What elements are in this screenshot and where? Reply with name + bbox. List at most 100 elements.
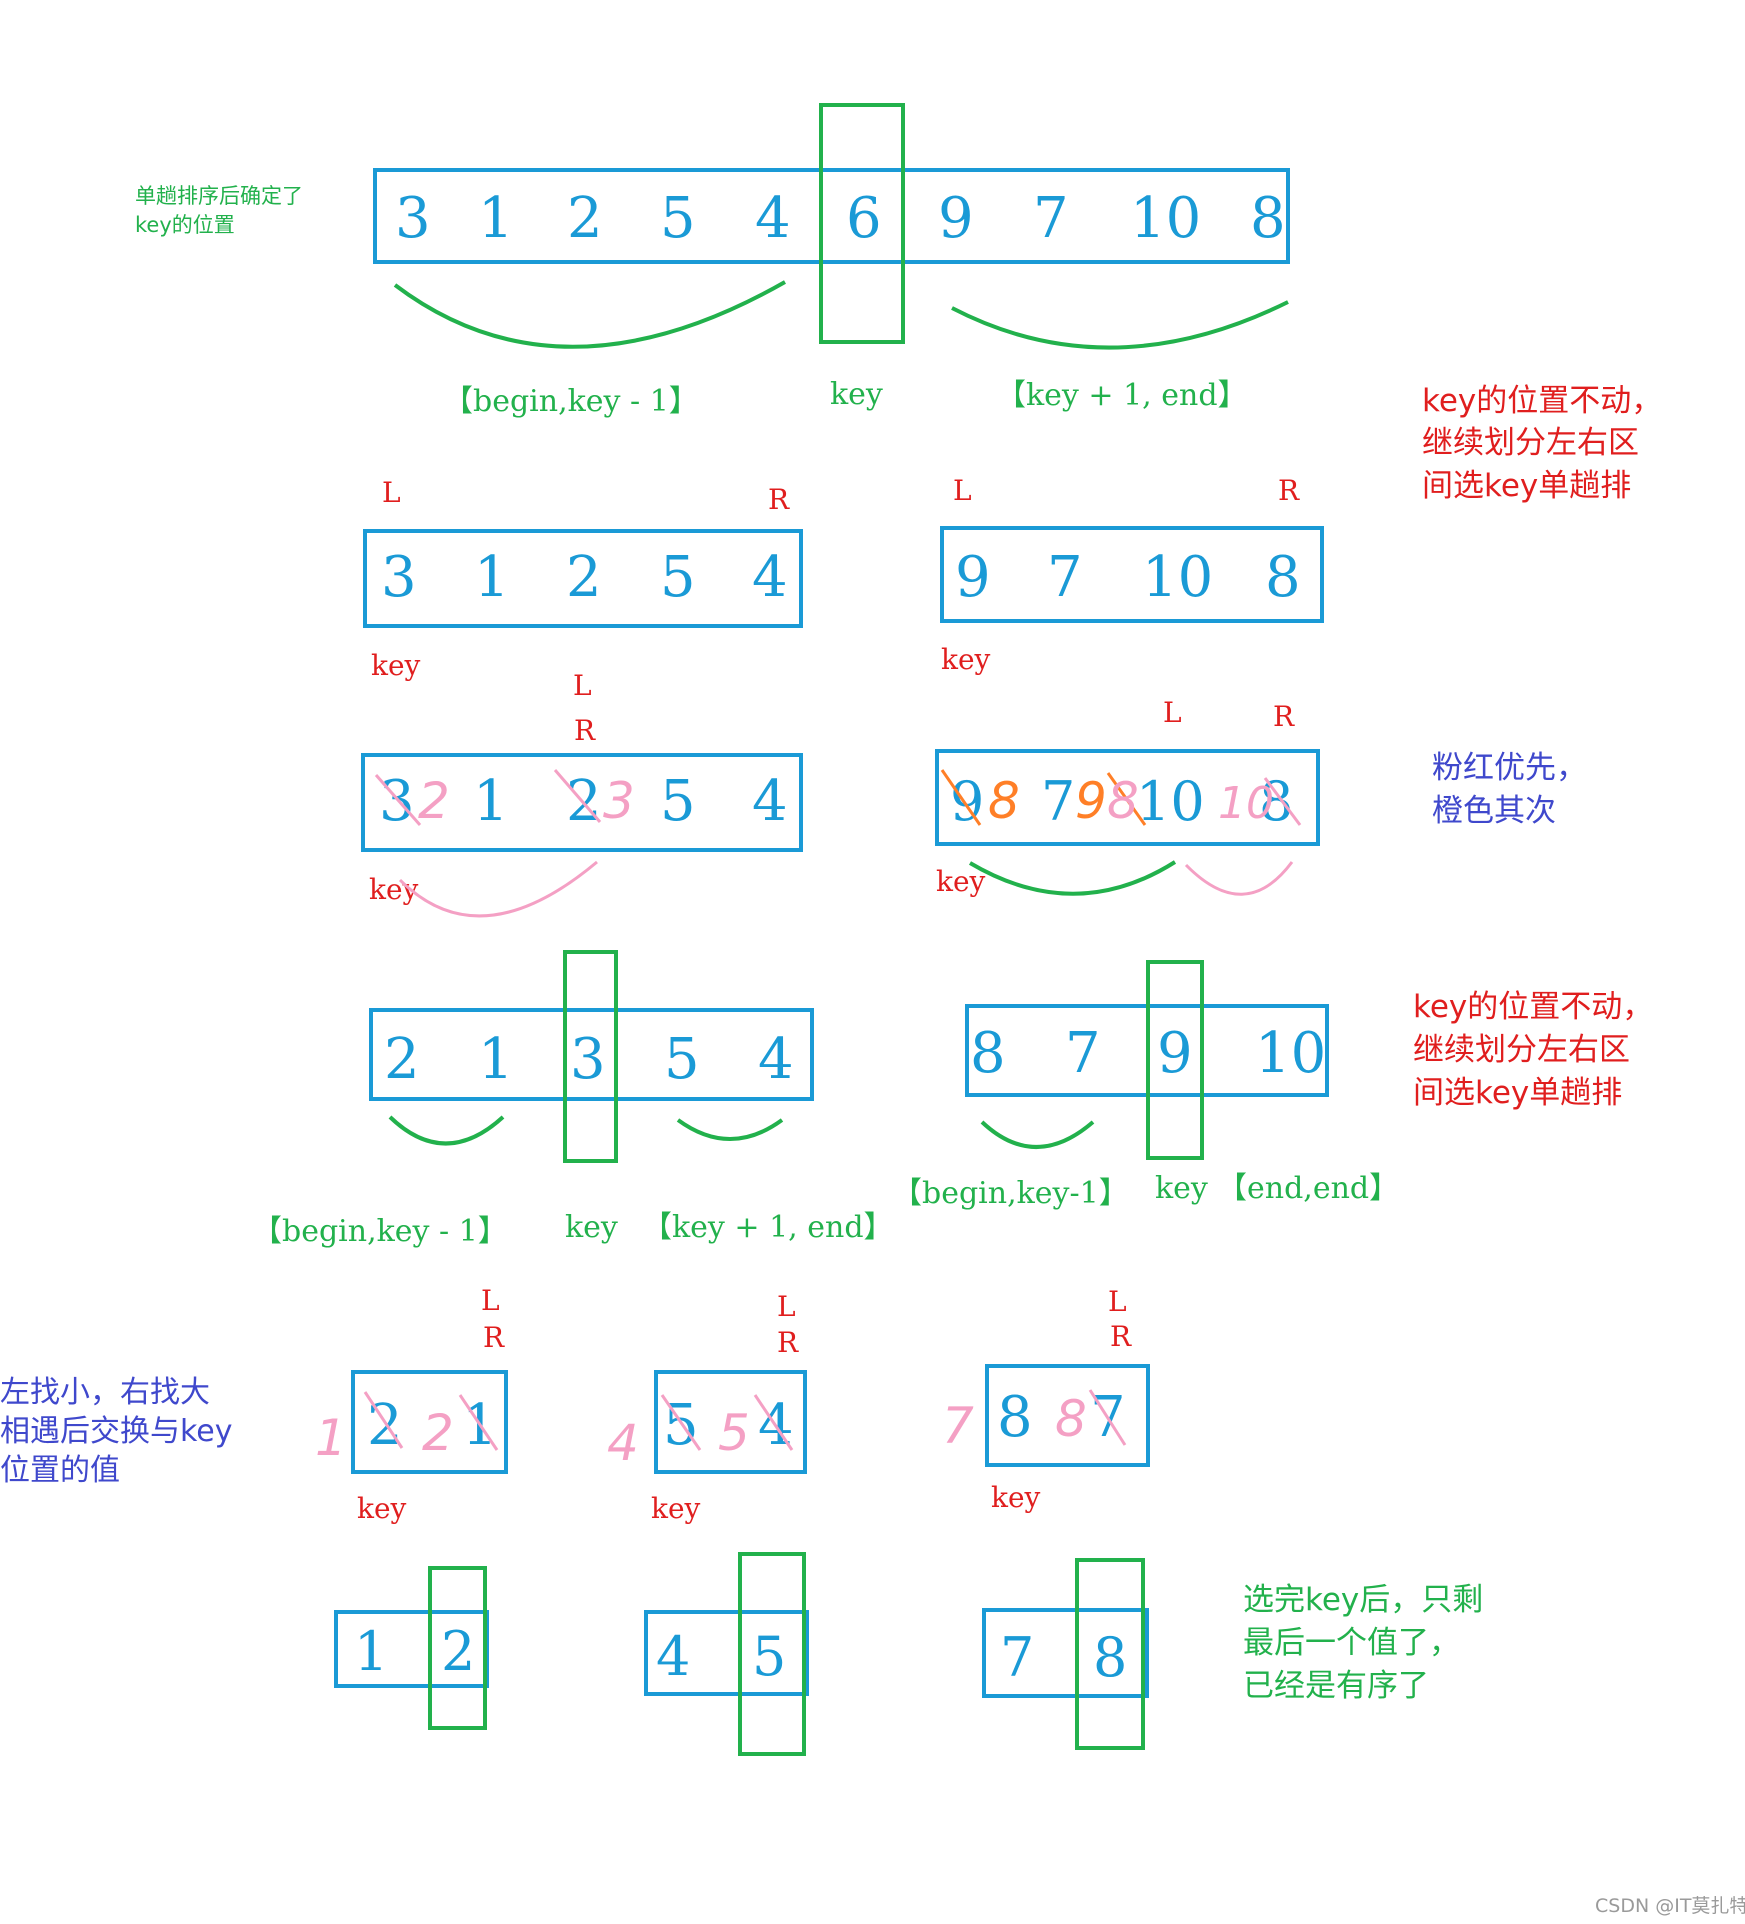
- pink-strike-l2r: [1263, 777, 1302, 826]
- cell-l1l-3: 5: [660, 545, 696, 610]
- cell-l1l-4: 4: [752, 545, 788, 610]
- key-label-l3-left: key: [565, 1210, 618, 1245]
- range-left-level0: 【begin,key - 1】: [443, 384, 699, 419]
- note-green-2-line2: 最后一个值了，: [1243, 1625, 1460, 1661]
- brace-l3-right: [980, 1120, 1095, 1149]
- cell-l2r-3: 8: [1259, 770, 1293, 833]
- note-red-2-line1: key的位置不动，: [1413, 989, 1653, 1025]
- brace-l3-left-a: [388, 1115, 505, 1146]
- array-box-l2-left: [361, 753, 803, 852]
- range-l3-left: 【begin,key - 1】: [252, 1214, 508, 1249]
- pink-mark-l4a-1: 1: [315, 1409, 347, 1467]
- pointer-L-l4c: L: [1108, 1285, 1127, 1318]
- cell-l1l-1: 1: [474, 545, 510, 610]
- cell-l3r-1: 7: [1065, 1021, 1101, 1086]
- pink-strikes-l4b: [660, 1394, 794, 1451]
- cell-l1r-0: 9: [955, 545, 991, 610]
- note-green-2-line1: 选完key后，只剩: [1243, 1582, 1483, 1618]
- pink-mark-l4c-2: 8: [1055, 1390, 1087, 1448]
- pointer-L-l2-right: L: [1163, 696, 1182, 729]
- array-box-l4a: [351, 1370, 508, 1474]
- cell-l1r-2: 10: [1142, 545, 1213, 610]
- pointer-R-l1-right: R: [1278, 474, 1300, 507]
- note-blue-2-line3: 位置的值: [0, 1453, 120, 1488]
- array-box-l2-right: [935, 749, 1320, 846]
- array-box-l1-left: [363, 529, 803, 628]
- cell-l2r-2: 10: [1136, 770, 1205, 833]
- array-box-l1-right: [940, 526, 1324, 623]
- cell-l2l-1: 1: [473, 769, 509, 834]
- note-blue-2-line2: 相遇后交换与key: [0, 1414, 233, 1449]
- pointer-L-l4b: L: [777, 1290, 796, 1323]
- cell-0-1: 1: [478, 186, 514, 251]
- array-box-l4b: [654, 1370, 807, 1474]
- brace-right-level0: [951, 300, 1289, 350]
- key-label-level0: key: [830, 377, 883, 412]
- orange-mark-l2r-2: 9: [1075, 772, 1107, 830]
- note-blue-1-line2: 橙色其次: [1432, 793, 1556, 829]
- pointer-L-l1-left: L: [382, 476, 401, 509]
- cell-l2l-0: 3: [379, 769, 415, 834]
- key-l2-right: key: [936, 865, 986, 898]
- key-box-l3-right: [1146, 960, 1204, 1160]
- note-green-2-line3: 已经是有序了: [1243, 1668, 1429, 1704]
- key-l4c: key: [991, 1481, 1041, 1514]
- cell-l2r-1: 7: [1041, 770, 1075, 833]
- pointer-L-l2-left: L: [573, 669, 592, 702]
- pink-mark-l2r-1: 10: [1218, 778, 1274, 829]
- brace-l3-left-b: [676, 1118, 784, 1141]
- pink-mark-l2l-2: 3: [603, 772, 635, 830]
- cell-l5a-1: 2: [441, 1620, 475, 1683]
- cell-l2l-4: 4: [752, 769, 788, 834]
- range-l3-right: 【begin,key-1】: [892, 1176, 1129, 1211]
- note-green-1-line1: 单趟排序后确定了: [135, 184, 303, 208]
- cell-l5c-1: 8: [1093, 1626, 1127, 1689]
- cell-l5c-0: 7: [1000, 1626, 1034, 1689]
- key-box-l5a: [428, 1566, 487, 1730]
- note-red-1-line1: key的位置不动，: [1422, 383, 1662, 419]
- pink-mark-l4a-2: 2: [422, 1404, 454, 1462]
- pointer-R-l4b: R: [777, 1326, 799, 1359]
- cell-l3l-3: 5: [664, 1027, 700, 1092]
- key-l4b: key: [651, 1492, 701, 1525]
- key-box-l3-left: [563, 950, 618, 1163]
- pointer-L-l4a: L: [481, 1284, 500, 1317]
- cell-l3l-0: 2: [384, 1027, 420, 1092]
- pink-mark-l4b-1: 4: [607, 1414, 639, 1472]
- cell-l1l-2: 2: [566, 545, 602, 610]
- pink-brace-l2-left: [398, 860, 598, 918]
- key-box-l5c: [1075, 1558, 1145, 1750]
- pink-strike-l4c: [1088, 1389, 1127, 1446]
- pointer-R-l4c: R: [1110, 1320, 1132, 1353]
- pink-strikes-l2-left: [374, 769, 602, 826]
- cell-0-7: 7: [1033, 186, 1069, 251]
- pink-strikes-l4a: [363, 1391, 499, 1451]
- watermark: CSDN @IT莫扎特: [1595, 1895, 1745, 1917]
- note-blue-2-line1: 左找小，右找大: [0, 1375, 210, 1410]
- green-brace-l2-right: [968, 860, 1177, 896]
- note-green-1-line2: key的位置: [135, 213, 235, 237]
- orange-mark-l2r-1: 8: [988, 772, 1020, 830]
- array-box-l5c: [982, 1608, 1149, 1698]
- note-red-1-line2: 继续划分左右区: [1422, 425, 1639, 461]
- pink-brace-l2-right: [1184, 861, 1294, 896]
- cell-0-0: 3: [395, 186, 431, 251]
- pointer-L-l1-right: L: [953, 474, 972, 507]
- cell-0-5: 6: [846, 186, 882, 251]
- cell-0-6: 9: [938, 186, 974, 251]
- cell-0-9: 8: [1250, 186, 1286, 251]
- note-red-1-line3: 间选key单趟排: [1422, 468, 1631, 504]
- cell-l4c-0: 8: [997, 1385, 1033, 1450]
- cell-l3r-2: 9: [1157, 1021, 1193, 1086]
- cell-l3l-2: 3: [570, 1027, 606, 1092]
- cell-0-3: 5: [660, 186, 696, 251]
- cell-l5b-1: 5: [752, 1625, 786, 1688]
- cell-l5a-0: 1: [354, 1620, 388, 1683]
- note-red-2-line2: 继续划分左右区: [1413, 1032, 1630, 1068]
- key-box-level0: [819, 103, 905, 344]
- orange-mark-l2r-3: 8: [1107, 772, 1139, 830]
- cell-l3r-3: 10: [1255, 1021, 1326, 1086]
- pink-mark-l4c-1: 7: [942, 1397, 974, 1455]
- range-right-level0: 【key + 1, end】: [996, 378, 1248, 413]
- key-l1-right: key: [941, 643, 991, 676]
